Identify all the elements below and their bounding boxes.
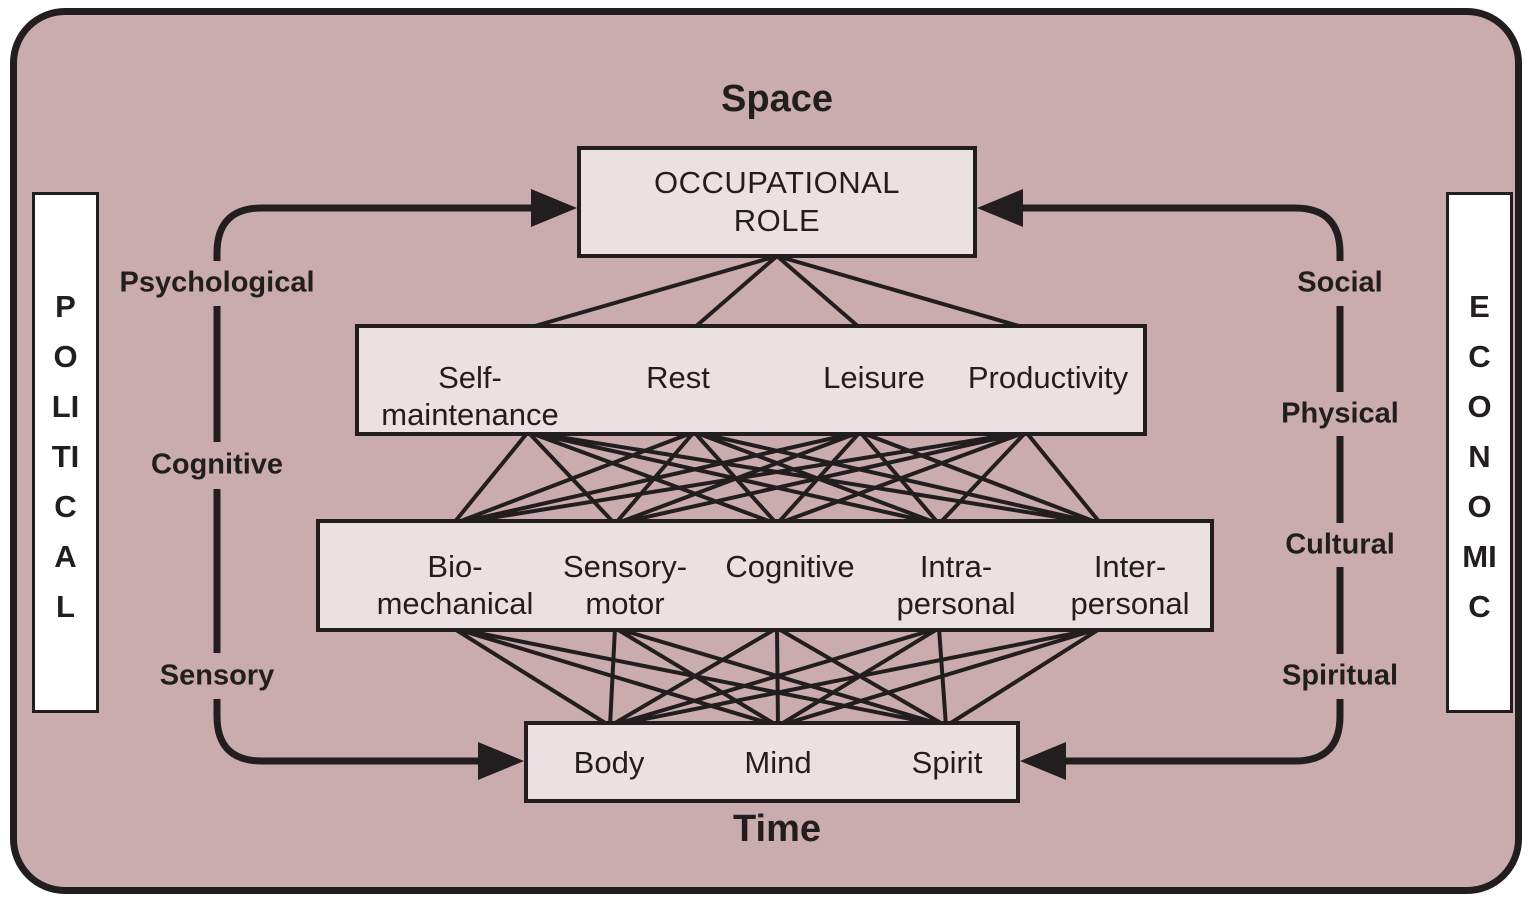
component-label-biomechanical: Bio- mechanical [376, 549, 534, 621]
core-label-spirit: Spirit [911, 745, 983, 780]
component-label-interpersonal: Inter- personal [1070, 549, 1190, 621]
economic-band: ECONOMIC [1446, 192, 1513, 713]
components-to-core-connectors [451, 626, 1103, 728]
political-band: POLITICAL [32, 192, 99, 713]
occupational-areas-box [355, 324, 1147, 436]
performance-components-box [316, 519, 1214, 632]
external-label-psychological: Psychological [119, 266, 315, 299]
component-label-intrapersonal: Intra- personal [896, 549, 1016, 621]
area-label-rest: Rest [646, 360, 710, 395]
role-to-areas-connectors [527, 254, 1027, 330]
space-title: Space [721, 78, 833, 120]
occupational-role-line1: OCCUPATIONAL [654, 165, 900, 200]
economic-band-word: ECONOMIC [1462, 288, 1497, 624]
external-label-social: Social [1297, 266, 1383, 299]
occupational-role-label: OCCUPATIONAL ROLE [654, 164, 900, 240]
external-label-spiritual: Spiritual [1281, 659, 1399, 692]
external-label-sensory: Sensory [159, 659, 275, 692]
core-label-body: Body [573, 745, 645, 780]
right-top-arrow [977, 189, 1344, 261]
areas-to-components-connectors [451, 430, 1103, 526]
time-title: Time [732, 808, 822, 850]
component-label-sensory-motor: Sensory- motor [562, 549, 688, 621]
area-label-self-maintenance: Self- maintenance [381, 360, 559, 432]
external-label-physical: Physical [1281, 397, 1399, 430]
core-label-mind: Mind [744, 745, 812, 780]
area-label-productivity: Productivity [967, 360, 1129, 395]
occupational-role-box [577, 146, 977, 258]
core-elements-box [524, 721, 1020, 803]
external-label-cultural: Cultural [1285, 528, 1395, 561]
left-top-arrow [213, 189, 577, 261]
occupational-role-line2: ROLE [733, 203, 821, 238]
left-bottom-arrow [213, 699, 524, 780]
component-label-cognitive: Cognitive [725, 549, 855, 584]
area-label-leisure: Leisure [823, 360, 925, 395]
external-label-cognitive: Cognitive [150, 448, 284, 481]
right-bottom-arrow [1020, 699, 1344, 780]
political-band-word: POLITICAL [51, 288, 80, 624]
